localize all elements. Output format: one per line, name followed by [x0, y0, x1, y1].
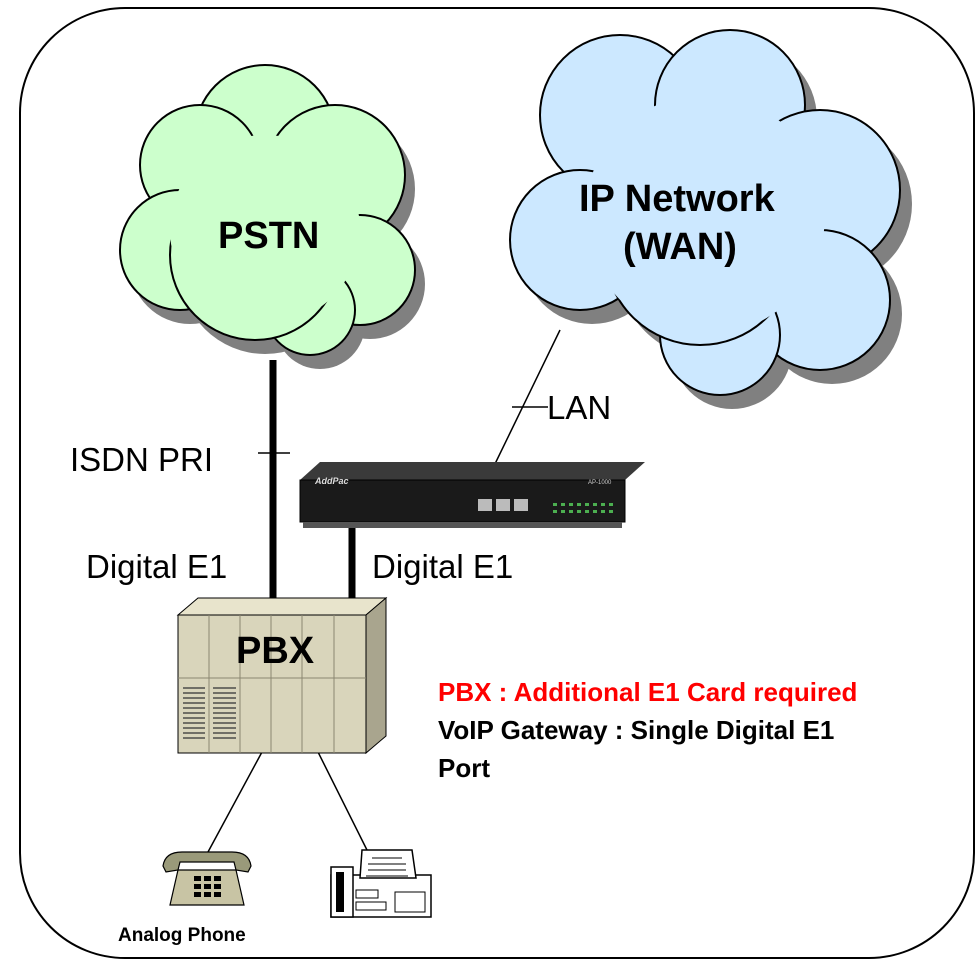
- wan-label: (WAN): [623, 226, 737, 268]
- voip-gateway: AddPac AP-1000: [299, 462, 645, 528]
- pbx-phone-line: [207, 751, 263, 853]
- pbx-fax-line: [317, 751, 369, 853]
- ethernet-port-icon: [478, 499, 528, 511]
- gateway-note-line1: VoIP Gateway : Single Digital E1: [438, 715, 835, 745]
- pbx-cabinet: [176, 596, 388, 755]
- ip-network-label: IP Network: [579, 178, 775, 220]
- pstn-label: PSTN: [218, 215, 320, 257]
- analog-phone-label: Analog Phone: [118, 925, 246, 946]
- digital-e1-right-label: Digital E1: [372, 548, 514, 585]
- pbx-label: PBX: [236, 630, 315, 672]
- fax-machine-icon: [330, 849, 432, 918]
- pstn-cloud: [119, 64, 425, 369]
- ip-network-cloud: [509, 29, 912, 409]
- lan-line: [492, 329, 561, 469]
- isdn-pri-label: ISDN PRI: [70, 441, 214, 478]
- analog-phone-icon: [162, 851, 252, 906]
- gateway-model: AP-1000: [588, 480, 612, 486]
- digital-e1-left-label: Digital E1: [86, 548, 228, 585]
- pbx-vent: [183, 687, 236, 739]
- requirement-note: PBX : Additional E1 Card required: [438, 677, 858, 707]
- lan-label: LAN: [547, 389, 612, 426]
- gateway-note-line2: Port: [438, 753, 490, 783]
- gateway-brand: AddPac: [314, 476, 349, 486]
